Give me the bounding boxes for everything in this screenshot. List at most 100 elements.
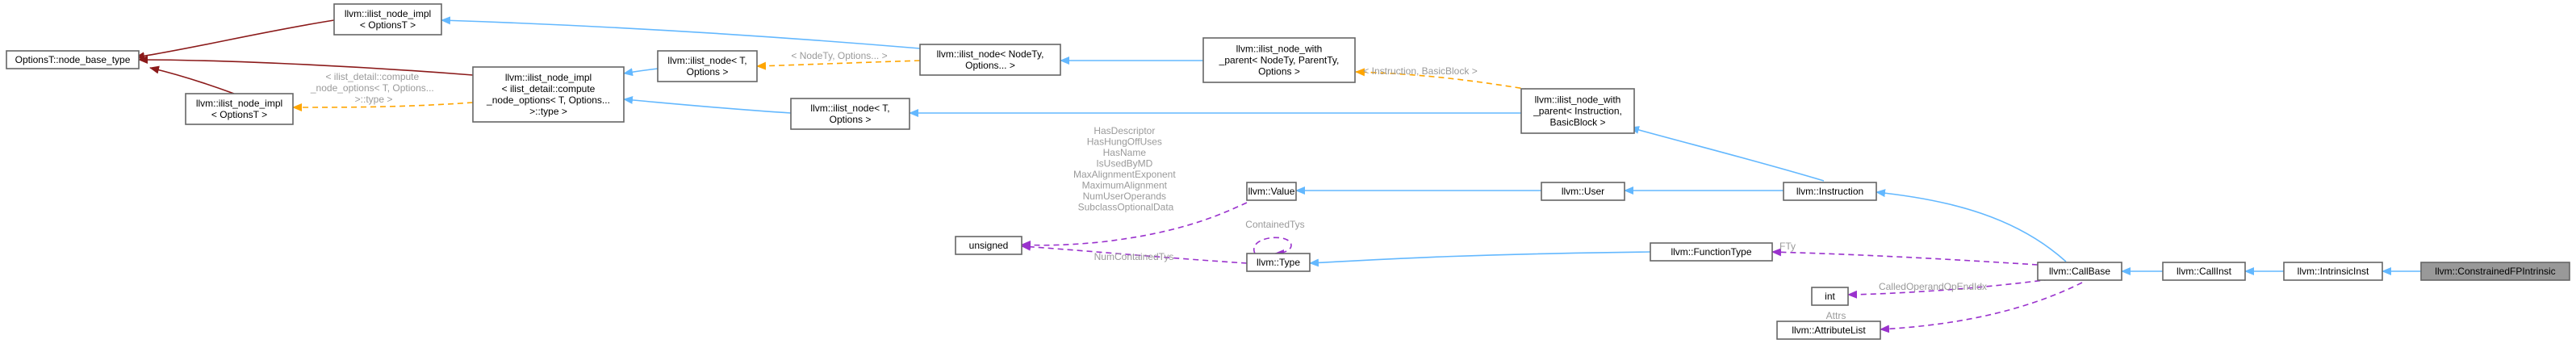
node-label-line: llvm::Value: [1248, 186, 1295, 197]
node-label: llvm::ilist_node_impl< OptionsT >: [345, 8, 431, 31]
node-label-line: llvm::ilist_node_impl: [345, 8, 431, 19]
edge-type-to-unsigned: [1021, 242, 1248, 264]
node-label-line: llvm::CallInst: [2177, 266, 2232, 277]
node-label-line: _node_options< T, Options...: [486, 94, 610, 106]
node-ilist-node-impl-mid[interactable]: llvm::ilist_node_impl< OptionsT >: [185, 93, 294, 125]
edge-label-value-members: HasDescriptor HasHungOffUses HasName IsU…: [1073, 125, 1178, 213]
node-label: llvm::ilist_node_with_parent< NodeTy, Pa…: [1219, 44, 1340, 78]
node-ilist-node-t-mid[interactable]: llvm::ilist_node< T,Options >: [790, 98, 910, 130]
node-label-line: llvm::ilist_node_impl: [505, 72, 592, 83]
node-label: llvm::ilist_node_with_parent< Instructio…: [1533, 94, 1622, 128]
node-llvm-call-inst[interactable]: llvm::CallInst: [2162, 262, 2246, 281]
edge-label-contained-tys: ContainedTys: [1245, 219, 1304, 230]
node-box: [1246, 182, 1297, 201]
node-label-line: Options >: [1258, 66, 1300, 78]
node-label: llvm::FunctionType: [1671, 246, 1751, 258]
edge-impl-compute-to-impl-mid: [292, 102, 474, 111]
node-box: [472, 66, 625, 123]
edges-layer: [135, 16, 2421, 333]
node-label: int: [1825, 291, 1835, 302]
node-label: OptionsT::node_base_type: [15, 54, 131, 65]
node-label-line: llvm::ConstrainedFPIntrinsic: [2435, 266, 2555, 277]
edge-value-to-unsigned: [1021, 202, 1248, 249]
node-label: llvm::Type: [1257, 257, 1300, 268]
edge-callbase-to-functiontype: [1771, 248, 2039, 266]
edge-callbase-to-instruction: [1876, 189, 2067, 262]
node-label: llvm::Instruction: [1796, 186, 1863, 197]
edge-tnode-mid-to-impl-compute: [623, 95, 792, 114]
node-label-line: llvm::ilist_node< T,: [667, 55, 746, 66]
node-llvm-function-type[interactable]: llvm::FunctionType: [1650, 242, 1773, 262]
edge-nodety-to-tnode-top: [756, 60, 921, 70]
edge-withparent-instr-to-withparent: [1355, 68, 1550, 94]
edge-nodety-to-impl-top: [441, 16, 921, 49]
node-label-line: unsigned: [969, 240, 1009, 251]
edge-label-fty: FTy: [1779, 241, 1796, 252]
node-label-line: _parent< Instruction,: [1533, 106, 1622, 117]
node-label-line: llvm::ilist_node_impl: [196, 98, 282, 109]
node-label-line: llvm::Instruction: [1796, 186, 1863, 197]
node-label-line: Options... >: [965, 60, 1015, 71]
node-label-line: _parent< NodeTy, ParentTy,: [1219, 55, 1340, 66]
node-label-line: llvm::ilist_node< NodeTy,: [937, 48, 1044, 60]
edge-label-instruction-basicblock: < Instruction, BasicBlock >: [1363, 65, 1477, 77]
node-ilist-node-t-top[interactable]: llvm::ilist_node< T,Options >: [657, 50, 758, 82]
node-llvm-value[interactable]: llvm::Value: [1246, 182, 1297, 201]
node-with-parent-generic[interactable]: llvm::ilist_node_with_parent< NodeTy, Pa…: [1202, 37, 1356, 83]
node-label-line: llvm::ilist_node< T,: [810, 103, 889, 114]
node-label: llvm::ilist_node_impl< OptionsT >: [196, 98, 282, 120]
node-unsigned[interactable]: unsigned: [955, 236, 1022, 255]
edge-impl-mid-to-base: [149, 65, 235, 94]
edge-type-self: [1253, 237, 1292, 258]
node-box: [333, 3, 442, 36]
node-llvm-call-base[interactable]: llvm::CallBase: [2037, 262, 2122, 281]
nodes-layer: OptionsT::node_base_type llvm::ilist_nod…: [6, 3, 2570, 340]
node-label-line: < OptionsT >: [211, 109, 267, 120]
node-label-line: BasicBlock >: [1549, 117, 1605, 128]
node-llvm-instruction[interactable]: llvm::Instruction: [1783, 182, 1877, 201]
node-box: [2162, 262, 2246, 281]
node-box: [1783, 182, 1877, 201]
node-box: [2037, 262, 2122, 281]
node-box: [6, 50, 140, 69]
node-label: llvm::ConstrainedFPIntrinsic: [2435, 266, 2555, 277]
node-options-base[interactable]: OptionsT::node_base_type: [6, 50, 140, 69]
node-box: [1246, 253, 1311, 272]
node-label-line: llvm::CallBase: [2049, 266, 2110, 277]
edge-label-compute-type: < ilist_detail::compute _node_options< T…: [310, 71, 437, 105]
node-llvm-user[interactable]: llvm::User: [1541, 182, 1625, 201]
node-label: llvm::CallInst: [2177, 266, 2232, 277]
node-box: [955, 236, 1022, 255]
node-box: [2283, 262, 2383, 281]
node-label: llvm::User: [1562, 186, 1604, 197]
node-ilist-node-nodety[interactable]: llvm::ilist_node< NodeTy,Options... >: [919, 44, 1061, 76]
node-llvm-attribute-list[interactable]: llvm::AttributeList: [1776, 321, 1881, 340]
node-label: llvm::ilist_node< T,Options >: [810, 103, 889, 125]
node-label-line: int: [1825, 291, 1835, 302]
node-label: llvm::Value: [1248, 186, 1295, 197]
node-label-line: llvm::ilist_node_with: [1535, 94, 1621, 106]
edge-label-num-contained-tys: NumContainedTys: [1094, 251, 1174, 262]
edge-callbase-to-attributelist: [1880, 282, 2083, 333]
node-ilist-node-impl-top[interactable]: llvm::ilist_node_impl< OptionsT >: [333, 3, 442, 36]
node-llvm-type[interactable]: llvm::Type: [1246, 253, 1311, 272]
node-int[interactable]: int: [1811, 287, 1849, 306]
node-ilist-node-impl-compute[interactable]: llvm::ilist_node_impl< ilist_detail::com…: [472, 66, 625, 123]
node-box: [657, 50, 758, 82]
edge-label-attrs: Attrs: [1826, 310, 1846, 321]
node-label-line: llvm::IntrinsicInst: [2298, 266, 2369, 277]
node-box: [2420, 262, 2570, 281]
node-label-line: llvm::FunctionType: [1671, 246, 1751, 258]
node-with-parent-instruction[interactable]: llvm::ilist_node_with_parent< Instructio…: [1520, 88, 1635, 134]
node-label-line: Options >: [830, 114, 872, 125]
node-llvm-constrained-fp-intrinsic[interactable]: llvm::ConstrainedFPIntrinsic: [2420, 262, 2570, 281]
edge-instruction-to-withparent-instr: [1629, 126, 1825, 182]
node-label-line: >::type >: [529, 106, 567, 117]
node-label: llvm::IntrinsicInst: [2298, 266, 2369, 277]
edge-callbase-to-int: [1847, 279, 2051, 299]
node-llvm-intrinsic-inst[interactable]: llvm::IntrinsicInst: [2283, 262, 2383, 281]
node-label-line: Options >: [687, 66, 729, 78]
node-box: [185, 93, 294, 125]
edge-tnode-top-to-impl-compute: [623, 68, 659, 77]
